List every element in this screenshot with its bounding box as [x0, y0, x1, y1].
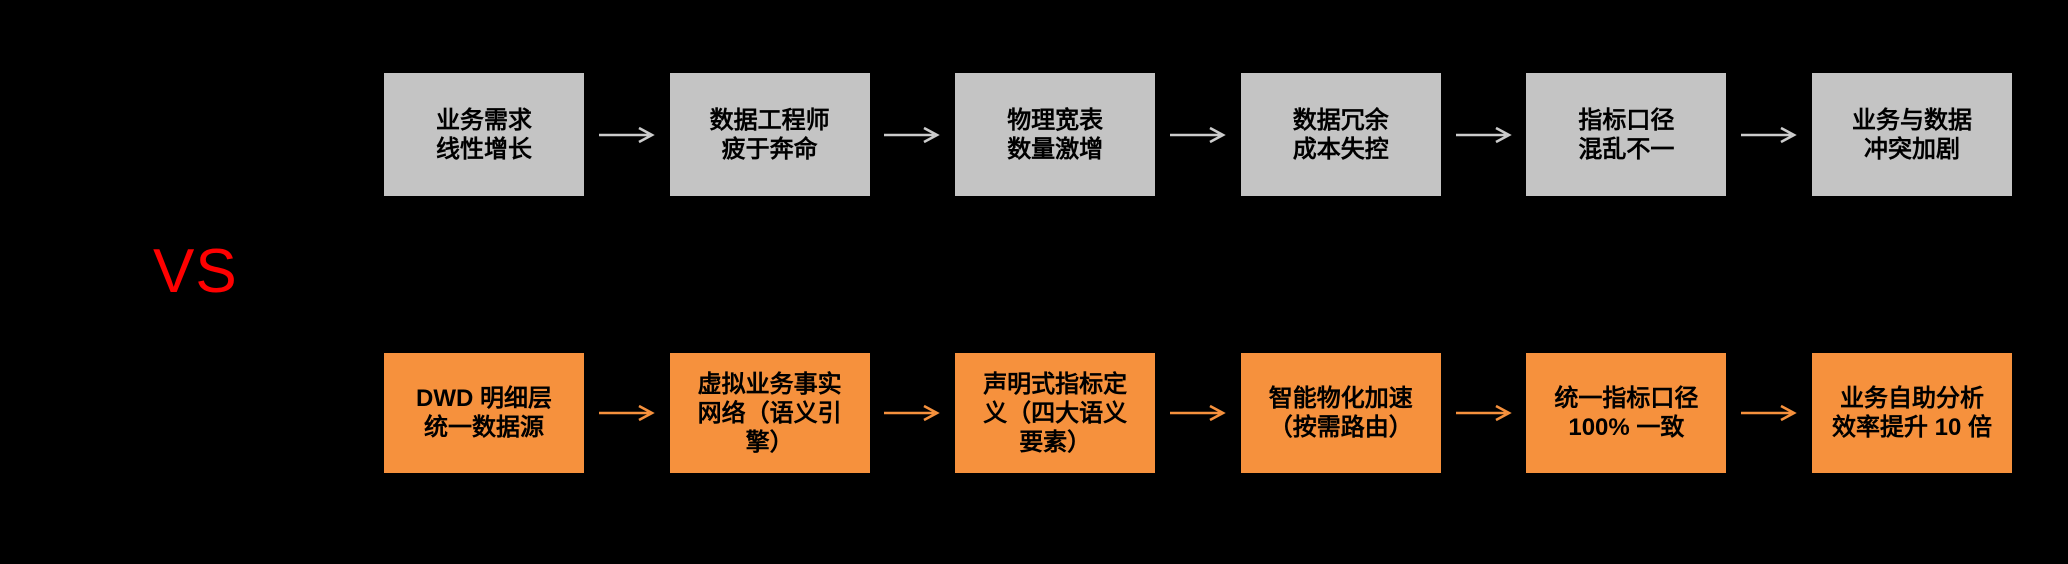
arrow-right-icon: [884, 404, 941, 422]
old-flow-step-6: 业务与数据 冲突加剧: [1811, 73, 2012, 196]
arrow-right-icon: [1169, 404, 1226, 422]
arrow-right-icon: [1169, 126, 1226, 143]
old-flow-arrow-1: [584, 73, 670, 196]
new-flow-step-2: 虚拟业务事实 网络（语义引 擎）: [669, 353, 870, 473]
new-flow-step-4-label: 智能物化加速 （按需路由）: [1268, 385, 1413, 441]
new-flow-step-5: 统一指标口径 100% 一致: [1526, 353, 1727, 473]
new-flow-arrow-3: [1155, 353, 1241, 473]
old-flow-step-3-label: 物理宽表 数量激增: [1007, 106, 1104, 163]
old-flow-step-1: 业务需求 线性增长: [384, 73, 584, 196]
new-flow-step-5-label: 统一指标口径 100% 一致: [1554, 385, 1699, 441]
arrow-right-icon: [884, 126, 941, 143]
old-flow-step-4: 数据冗余 成本失控: [1240, 73, 1441, 196]
arrow-right-icon: [1741, 404, 1797, 422]
arrow-right-icon: [598, 126, 655, 143]
new-flow-arrow-2: [870, 353, 956, 473]
old-flow-arrow-3: [1155, 73, 1241, 196]
arrow-right-icon: [1741, 126, 1797, 143]
new-flow-step-6: 业务自助分析 效率提升 10 倍: [1811, 353, 2012, 473]
old-flow-step-2: 数据工程师 疲于奔命: [669, 73, 870, 196]
old-flow-arrow-4: [1441, 73, 1527, 196]
new-flow-arrow-1: [584, 353, 670, 473]
new-flow-step-2-label: 虚拟业务事实 网络（语义引 擎）: [697, 370, 842, 456]
old-flow-step-5-label: 指标口径 混乱不一: [1578, 106, 1675, 163]
old-flow-step-3: 物理宽表 数量激增: [955, 73, 1156, 196]
new-flow-arrow-4: [1441, 353, 1527, 473]
old-flow-arrow-5: [1726, 73, 1812, 196]
new-flow-step-1-label: DWD 明细层 统一数据源: [416, 385, 552, 441]
old-flow-step-6-label: 业务与数据 冲突加剧: [1851, 106, 1972, 163]
arrow-right-icon: [598, 404, 655, 422]
new-flow-step-3-label: 声明式指标定 义（四大语义 要素）: [983, 370, 1128, 456]
new-flow-step-6-label: 业务自助分析 效率提升 10 倍: [1831, 385, 1992, 441]
vs-label: VS: [153, 237, 238, 306]
new-flow-step-4: 智能物化加速 （按需路由）: [1240, 353, 1441, 473]
old-flow-arrow-2: [870, 73, 956, 196]
new-flow-step-3: 声明式指标定 义（四大语义 要素）: [955, 353, 1156, 473]
old-flow-row: 业务需求 线性增长 数据工程师 疲于奔命 物理宽表 数量激增 数据冗余 成本失控…: [384, 73, 2012, 196]
old-flow-step-1-label: 业务需求 线性增长: [436, 106, 532, 163]
arrow-right-icon: [1455, 404, 1512, 422]
old-flow-step-2-label: 数据工程师 疲于奔命: [709, 106, 830, 163]
new-flow-step-1: DWD 明细层 统一数据源: [384, 353, 584, 473]
old-flow-step-5: 指标口径 混乱不一: [1526, 73, 1727, 196]
old-flow-step-4-label: 数据冗余 成本失控: [1292, 106, 1389, 163]
new-flow-arrow-5: [1726, 353, 1812, 473]
arrow-right-icon: [1455, 126, 1512, 143]
new-flow-row: DWD 明细层 统一数据源 虚拟业务事实 网络（语义引 擎） 声明式指标定 义（…: [384, 353, 2012, 473]
